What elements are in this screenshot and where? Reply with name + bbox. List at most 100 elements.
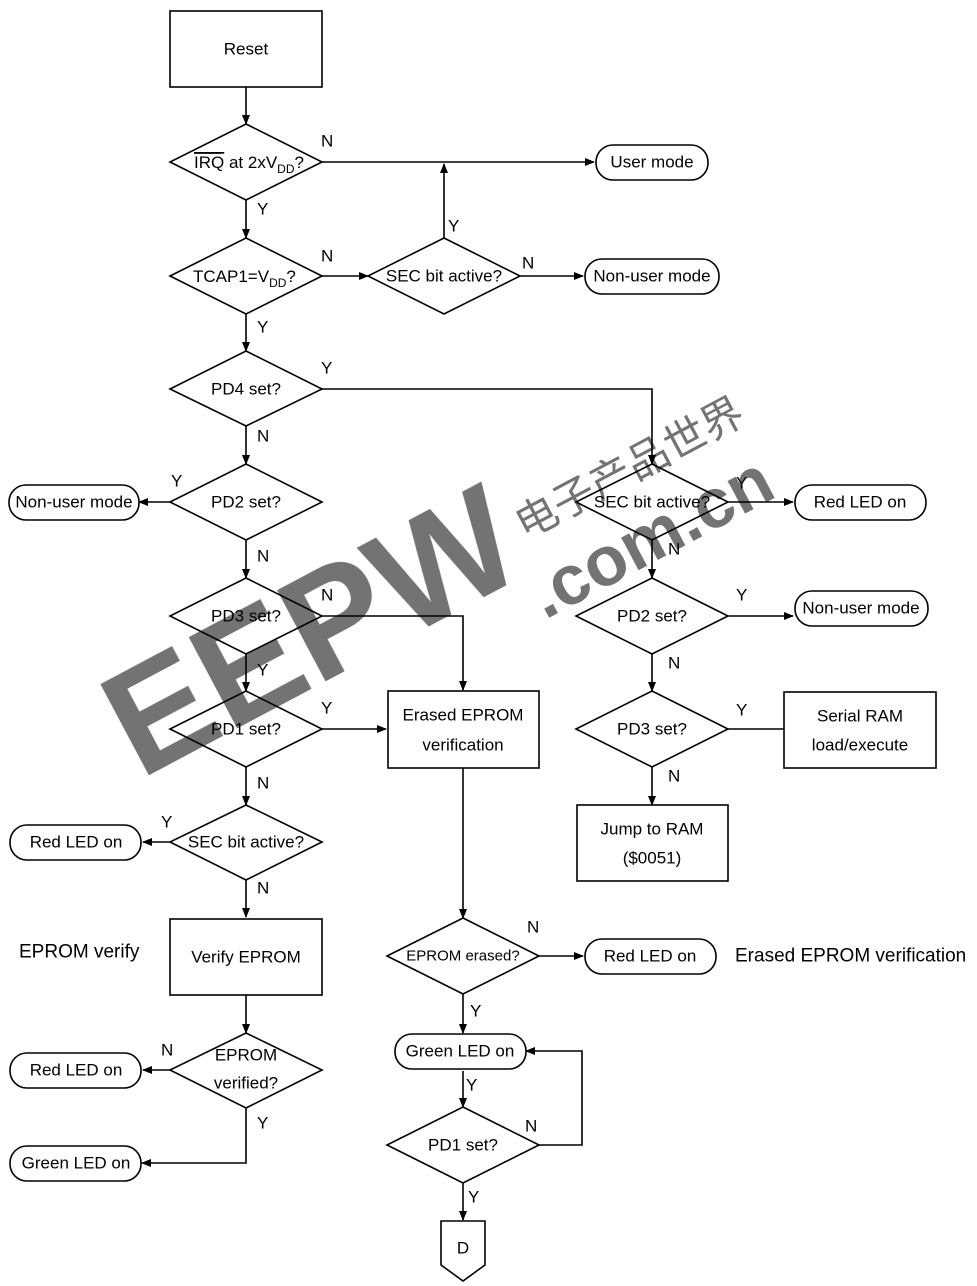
- sec-top-label: SEC bit active?: [386, 267, 502, 286]
- d-connector: D: [440, 1220, 486, 1282]
- eprom-verified-line1: EPROM: [215, 1046, 277, 1065]
- red-led-right-terminal: Red LED on: [794, 484, 927, 521]
- verify-eprom-box: Verify EPROM: [169, 918, 323, 996]
- arrow-pd1-loop: [525, 1047, 583, 1146]
- n-pd1-left: N: [257, 774, 269, 793]
- serial-ram-line1: Serial RAM: [817, 707, 903, 726]
- user-mode-label: User mode: [610, 153, 693, 172]
- red-led-verified-terminal: Red LED on: [9, 1052, 142, 1089]
- pd4-label: PD4 set?: [211, 380, 281, 399]
- red-led-erased-label: Red LED on: [604, 947, 697, 966]
- n-tcap: N: [321, 247, 333, 266]
- pd3-left-label: PD3 set?: [211, 607, 281, 626]
- y-pd4: Y: [321, 359, 332, 378]
- sec-right-decision: SEC bit active?: [574, 463, 730, 541]
- serial-ram-box: Serial RAM load/execute: [783, 691, 937, 769]
- pd3-right-label: PD3 set?: [617, 720, 687, 739]
- y-sec-left: Y: [161, 813, 172, 832]
- n-pd3-right: N: [668, 767, 680, 786]
- erased-eprom-box: Erased EPROM verification: [387, 690, 540, 769]
- jump-ram-line1: Jump to RAM: [601, 820, 704, 839]
- y-sec-top: Y: [448, 217, 459, 236]
- pd2-left-decision: PD2 set?: [168, 463, 324, 541]
- pd3-right-decision: PD3 set?: [574, 690, 730, 768]
- erased-box-line1: Erased EPROM: [403, 706, 524, 725]
- n-pd3-left: N: [321, 586, 333, 605]
- y-pd2-right: Y: [736, 586, 747, 605]
- y-pd2-left: Y: [171, 472, 182, 491]
- y-sec-right: Y: [736, 474, 747, 493]
- nonuser-top-label: Non-user mode: [593, 267, 710, 286]
- y-pd3-right: Y: [736, 701, 747, 720]
- yn-labels: N Y N Y N Y Y N Y N N Y Y N Y N N Y N Y …: [161, 132, 747, 1207]
- pd1-mid-label: PD1 set?: [428, 1136, 498, 1155]
- nonuser-top-terminal: Non-user mode: [584, 258, 720, 295]
- nonuser-right-label: Non-user mode: [802, 599, 919, 618]
- y-pd1-left: Y: [321, 699, 332, 718]
- n-sec-right: N: [668, 540, 680, 559]
- serial-ram-line2: load/execute: [812, 736, 908, 755]
- green-led-left-label: Green LED on: [22, 1154, 131, 1173]
- y-tcap: Y: [257, 318, 268, 337]
- n-verified: N: [161, 1041, 173, 1060]
- y-pd3-left: Y: [257, 661, 268, 680]
- tcap-decision: TCAP1=VDD?: [168, 237, 324, 315]
- pd3-left-decision: PD3 set?: [168, 577, 324, 655]
- pd1-left-decision: PD1 set?: [168, 690, 324, 768]
- y-green-mid: Y: [466, 1076, 477, 1095]
- jump-ram-box: Jump to RAM ($0051): [576, 804, 729, 882]
- arrow-pd3-erased: [322, 615, 467, 691]
- user-mode-terminal: User mode: [595, 144, 709, 181]
- eprom-erased-label: EPROM erased?: [406, 948, 519, 965]
- y-pd1-mid: Y: [468, 1188, 479, 1207]
- d-connector-label: D: [457, 1239, 469, 1258]
- tcap-label: TCAP1=VDD?: [193, 267, 296, 290]
- pd2-right-label: PD2 set?: [617, 607, 687, 626]
- verify-eprom-label: Verify EPROM: [191, 948, 301, 967]
- n-pd1-mid: N: [525, 1117, 537, 1136]
- y-irq: Y: [257, 200, 268, 219]
- erased-box-line2: verification: [422, 736, 503, 755]
- pd1-mid-decision: PD1 set?: [385, 1106, 541, 1184]
- pd2-right-decision: PD2 set?: [574, 577, 730, 655]
- eprom-verified-line2: verified?: [214, 1074, 278, 1093]
- irq-label: IRQ at 2xVDD?: [194, 153, 304, 176]
- green-led-mid-label: Green LED on: [406, 1042, 515, 1061]
- n-irq: N: [321, 132, 333, 151]
- eprom-erased-decision: EPROM erased?: [385, 917, 541, 995]
- pd2-left-label: PD2 set?: [211, 493, 281, 512]
- connectors: [138, 87, 794, 1221]
- n-pd2-right: N: [668, 654, 680, 673]
- nonuser-right-terminal: Non-user mode: [794, 590, 929, 627]
- red-led-left-terminal: Red LED on: [9, 824, 142, 861]
- n-sec-top: N: [522, 254, 534, 273]
- nonuser-left-label: Non-user mode: [15, 493, 132, 512]
- n-erased: N: [527, 918, 539, 937]
- sec-left-label: SEC bit active?: [188, 833, 304, 852]
- n-sec-left: N: [257, 879, 269, 898]
- jump-ram-line2: ($0051): [623, 849, 682, 868]
- pd1-left-label: PD1 set?: [211, 720, 281, 739]
- sec-top-decision: SEC bit active?: [366, 237, 522, 315]
- eprom-verified-decision: EPROM verified?: [168, 1032, 324, 1109]
- n-pd2-left: N: [257, 547, 269, 566]
- red-led-right-label: Red LED on: [814, 493, 907, 512]
- irq-decision: IRQ at 2xVDD?: [168, 123, 324, 201]
- arrow-verified-green: [141, 1108, 247, 1167]
- sec-left-decision: SEC bit active?: [168, 804, 324, 881]
- side-label-eprom-verify: EPROM verify: [19, 942, 140, 963]
- reset-box: Reset: [169, 10, 323, 88]
- reset-label: Reset: [224, 40, 269, 59]
- red-led-left-label: Red LED on: [30, 833, 123, 852]
- arrow-pd4-secright: [322, 388, 656, 465]
- pd4-decision: PD4 set?: [168, 350, 324, 427]
- red-led-verified-label: Red LED on: [30, 1061, 123, 1080]
- green-led-mid-terminal: Green LED on: [394, 1033, 527, 1070]
- y-verified: Y: [257, 1114, 268, 1133]
- green-led-left-terminal: Green LED on: [9, 1145, 142, 1182]
- side-label-erased-verification: Erased EPROM verification: [735, 946, 966, 967]
- y-erased: Y: [470, 1002, 481, 1021]
- n-pd4: N: [257, 427, 269, 446]
- sec-right-label: SEC bit active?: [594, 493, 710, 512]
